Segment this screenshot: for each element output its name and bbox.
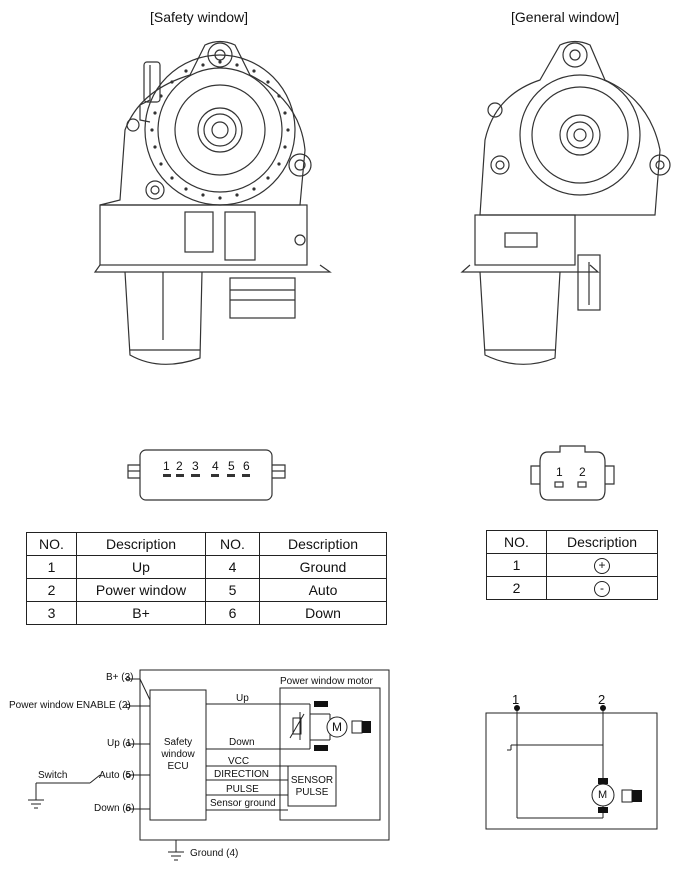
- safety-pin-1: 1: [163, 459, 170, 473]
- safety-circuit-lines: [28, 669, 390, 861]
- sensor-label: SENSOR PULSE: [288, 775, 336, 799]
- safety-pin-3: 3: [192, 459, 199, 473]
- safety-pin-6: 6: [243, 459, 250, 473]
- signal-direction: DIRECTION: [214, 769, 269, 780]
- header-no: NO.: [205, 532, 260, 556]
- safety-pin-5: 5: [228, 459, 235, 473]
- header-description: Description: [546, 530, 658, 554]
- signal-vcc: VCC: [228, 756, 250, 767]
- safety-motor-drawing: [93, 40, 332, 365]
- safety-connector-drawing: [127, 449, 286, 501]
- minus-symbol: -: [594, 581, 610, 597]
- cell: 4: [205, 555, 260, 579]
- table-row: 3 B+ 6 Down: [26, 601, 387, 625]
- safety-connector-terminals: [163, 474, 250, 477]
- ecu-line: Safety: [163, 737, 193, 748]
- cell: 2: [486, 576, 547, 600]
- input-b-plus: B+ (3): [106, 672, 134, 683]
- cell: 2: [26, 578, 77, 602]
- general-motor-drawing: [460, 40, 671, 365]
- general-circuit-fills: [514, 705, 642, 813]
- input-ground: Ground (4): [190, 848, 239, 859]
- general-pin-2: 2: [579, 465, 586, 479]
- general-connector-drawing: [530, 445, 615, 501]
- cell: -: [546, 576, 658, 600]
- cell: 6: [205, 601, 260, 625]
- cell: 3: [26, 601, 77, 625]
- motor-symbol: M: [332, 720, 342, 734]
- ecu-label: Safety window ECU: [150, 737, 206, 773]
- cell: Down: [259, 601, 387, 625]
- ecu-line: ECU: [167, 761, 189, 772]
- plus-symbol: +: [594, 558, 610, 574]
- table-row: 1 +: [486, 553, 658, 577]
- table-row: 1 Up 4 Ground: [26, 555, 387, 579]
- safety-pin-4: 4: [212, 459, 219, 473]
- safety-pin-table: NO. Description NO. Description 1 Up 4 G…: [26, 532, 387, 625]
- general-pin-table: NO. Description 1 + 2 -: [486, 530, 658, 600]
- general-window-heading: [General window]: [511, 9, 620, 25]
- signal-down: Down: [229, 737, 255, 748]
- safety-pin-2: 2: [176, 459, 183, 473]
- sensor-line: PULSE: [295, 787, 329, 798]
- general-circuit-lines: [485, 708, 658, 830]
- general-circuit-pin-2: 2: [598, 692, 606, 707]
- sensor-line: SENSOR: [290, 775, 334, 786]
- switch-label: Switch: [38, 770, 68, 781]
- cell: Ground: [259, 555, 387, 579]
- signal-pulse: PULSE: [226, 784, 259, 795]
- table-row: 2 Power window 5 Auto: [26, 578, 387, 602]
- header-description: Description: [76, 532, 206, 556]
- cell: Up: [76, 555, 206, 579]
- cell: 1: [26, 555, 77, 579]
- input-up: Up (1): [107, 738, 135, 749]
- signal-sensor-ground: Sensor ground: [210, 798, 276, 809]
- cell: 1: [486, 553, 547, 577]
- general-circuit-pin-1: 1: [512, 692, 520, 707]
- cell: Power window: [76, 578, 206, 602]
- header-description: Description: [259, 532, 387, 556]
- table-row: 2 -: [486, 576, 658, 600]
- input-auto: Auto (5): [99, 770, 135, 781]
- input-enable: Power window ENABLE (2): [9, 700, 131, 711]
- motor-title: Power window motor: [280, 676, 373, 687]
- safety-gear-dots: [150, 60, 290, 200]
- general-motor-symbol: M: [598, 789, 608, 801]
- cell: Auto: [259, 578, 387, 602]
- general-pin-1: 1: [556, 465, 563, 479]
- cell: 5: [205, 578, 260, 602]
- signal-up: Up: [236, 693, 249, 704]
- header-no: NO.: [486, 530, 547, 554]
- input-down: Down (6): [94, 803, 135, 814]
- header-no: NO.: [26, 532, 77, 556]
- cell: +: [546, 553, 658, 577]
- ecu-line: window: [161, 749, 195, 760]
- cell: B+: [76, 601, 206, 625]
- safety-window-heading: [Safety window]: [150, 9, 249, 25]
- safety-circuit-fills: [314, 701, 371, 751]
